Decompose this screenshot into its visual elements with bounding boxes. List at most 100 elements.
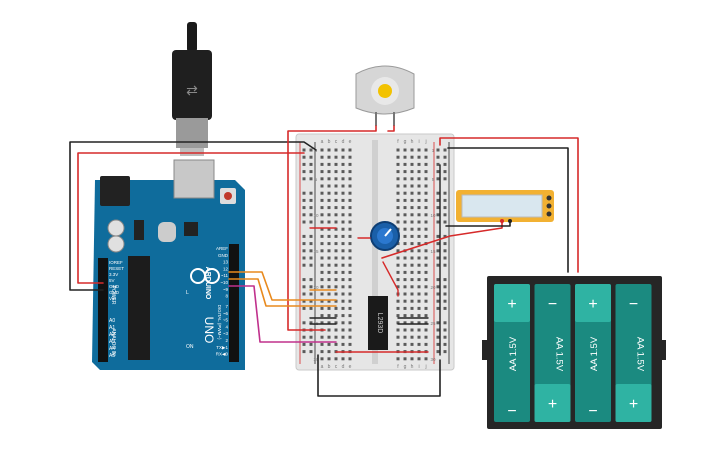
rail-hole[interactable] (309, 278, 313, 282)
breadboard-hole[interactable] (341, 191, 345, 195)
breadboard-hole[interactable] (320, 299, 324, 303)
breadboard-hole[interactable] (348, 328, 352, 332)
breadboard-hole[interactable] (327, 321, 331, 325)
breadboard-hole[interactable] (417, 270, 421, 274)
breadboard-hole[interactable] (334, 148, 338, 152)
rail-hole[interactable] (302, 198, 306, 202)
breadboard-hole[interactable] (403, 234, 407, 238)
rail-hole[interactable] (436, 191, 440, 195)
breadboard-hole[interactable] (396, 206, 400, 210)
breadboard-hole[interactable] (417, 314, 421, 318)
rail-hole[interactable] (309, 249, 313, 253)
rail-hole[interactable] (436, 285, 440, 289)
breadboard-hole[interactable] (348, 170, 352, 174)
breadboard-hole[interactable] (320, 256, 324, 260)
rail-hole[interactable] (443, 256, 447, 260)
breadboard-hole[interactable] (424, 263, 428, 267)
breadboard-hole[interactable] (327, 162, 331, 166)
breadboard-hole[interactable] (348, 191, 352, 195)
breadboard-hole[interactable] (417, 256, 421, 260)
rail-hole[interactable] (309, 148, 313, 152)
breadboard-hole[interactable] (403, 198, 407, 202)
breadboard-hole[interactable] (424, 285, 428, 289)
breadboard-hole[interactable] (341, 270, 345, 274)
breadboard-hole[interactable] (341, 321, 345, 325)
breadboard-hole[interactable] (410, 285, 414, 289)
rail-hole[interactable] (443, 278, 447, 282)
breadboard-hole[interactable] (403, 242, 407, 246)
dc-motor-icon[interactable] (355, 65, 415, 126)
rail-hole[interactable] (309, 155, 313, 159)
breadboard-hole[interactable] (348, 198, 352, 202)
rail-hole[interactable] (309, 220, 313, 224)
rail-hole[interactable] (443, 155, 447, 159)
rail-hole[interactable] (309, 170, 313, 174)
rail-hole[interactable] (309, 256, 313, 260)
breadboard-hole[interactable] (348, 148, 352, 152)
rail-hole[interactable] (309, 162, 313, 166)
breadboard-hole[interactable] (341, 299, 345, 303)
breadboard-hole[interactable] (417, 242, 421, 246)
breadboard-hole[interactable] (320, 162, 324, 166)
wire-bottom-gnd[interactable] (317, 354, 441, 397)
breadboard-hole[interactable] (396, 191, 400, 195)
breadboard-hole[interactable] (403, 292, 407, 296)
breadboard-hole[interactable] (396, 321, 400, 325)
breadboard-hole[interactable] (403, 328, 407, 332)
rail-hole[interactable] (436, 234, 440, 238)
breadboard-hole[interactable] (424, 292, 428, 296)
breadboard-hole[interactable] (334, 342, 338, 346)
breadboard-hole[interactable] (327, 213, 331, 217)
battery-cell[interactable]: +−AA 1.5V (615, 284, 652, 422)
battery-cell[interactable]: +−AA 1.5V (575, 284, 611, 422)
wire-5v[interactable] (77, 152, 305, 284)
breadboard-hole[interactable] (410, 155, 414, 159)
breadboard-hole[interactable] (403, 213, 407, 217)
rail-hole[interactable] (436, 170, 440, 174)
breadboard-hole[interactable] (327, 328, 331, 332)
breadboard-hole[interactable] (327, 306, 331, 310)
breadboard-hole[interactable] (396, 155, 400, 159)
breadboard-hole[interactable] (320, 321, 324, 325)
breadboard-hole[interactable] (348, 227, 352, 231)
breadboard-hole[interactable] (334, 213, 338, 217)
rail-hole[interactable] (302, 321, 306, 325)
breadboard-hole[interactable] (327, 198, 331, 202)
breadboard-hole[interactable] (320, 220, 324, 224)
breadboard-hole[interactable] (396, 342, 400, 346)
rail-hole[interactable] (309, 299, 313, 303)
breadboard-hole[interactable] (320, 198, 324, 202)
breadboard-hole[interactable] (327, 335, 331, 339)
breadboard-hole[interactable] (341, 328, 345, 332)
breadboard-hole[interactable] (320, 270, 324, 274)
breadboard-hole[interactable] (327, 249, 331, 253)
breadboard-hole[interactable] (341, 206, 345, 210)
breadboard-hole[interactable] (396, 357, 400, 361)
rail-hole[interactable] (443, 299, 447, 303)
breadboard-hole[interactable] (348, 249, 352, 253)
breadboard-hole[interactable] (417, 292, 421, 296)
rail-hole[interactable] (309, 285, 313, 289)
breadboard-hole[interactable] (396, 148, 400, 152)
rail-hole[interactable] (309, 198, 313, 202)
breadboard-hole[interactable] (410, 357, 414, 361)
breadboard-hole[interactable] (424, 155, 428, 159)
breadboard-hole[interactable] (417, 299, 421, 303)
wire-gnd[interactable] (69, 141, 317, 291)
breadboard-hole[interactable] (410, 191, 414, 195)
rail-hole[interactable] (302, 256, 306, 260)
breadboard-hole[interactable] (334, 220, 338, 224)
rail-hole[interactable] (436, 328, 440, 332)
breadboard-hole[interactable] (348, 256, 352, 260)
breadboard-hole[interactable] (410, 198, 414, 202)
breadboard-hole[interactable] (341, 148, 345, 152)
breadboard-hole[interactable] (403, 314, 407, 318)
breadboard-hole[interactable] (403, 342, 407, 346)
breadboard-hole[interactable] (424, 335, 428, 339)
breadboard-hole[interactable] (396, 177, 400, 181)
breadboard-hole[interactable] (320, 177, 324, 181)
breadboard-hole[interactable] (396, 335, 400, 339)
breadboard-hole[interactable] (320, 263, 324, 267)
breadboard-hole[interactable] (417, 220, 421, 224)
breadboard-hole[interactable] (327, 357, 331, 361)
